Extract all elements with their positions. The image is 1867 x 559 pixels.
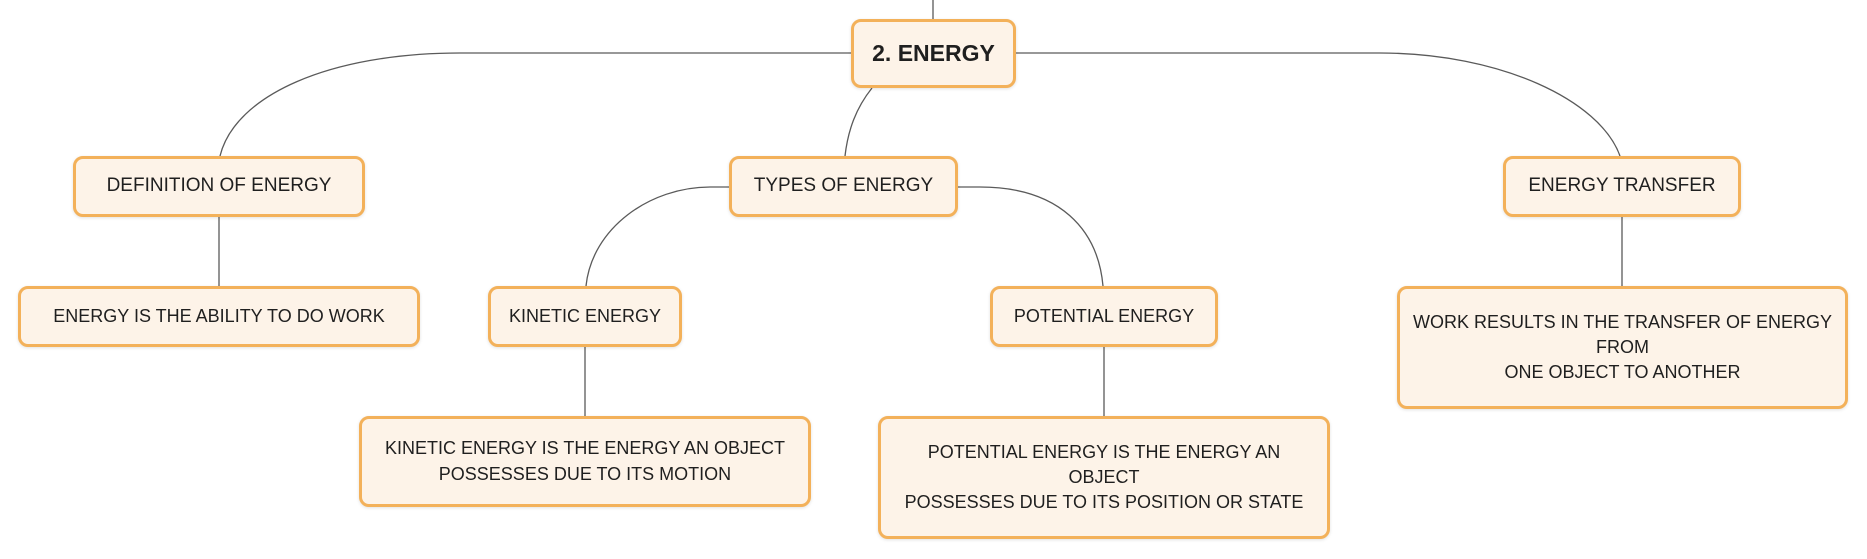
types-label: TYPES OF ENERGY bbox=[753, 175, 934, 197]
kinetic-detail-text: KINETIC ENERGY IS THE ENERGY AN OBJECT P… bbox=[385, 436, 785, 486]
definition-detail-text: ENERGY IS THE ABILITY TO DO WORK bbox=[53, 305, 385, 326]
connector-types-to-potential bbox=[958, 186, 1104, 287]
transfer-detail-line-1: WORK RESULTS IN THE TRANSFER OF ENERGY F… bbox=[1412, 311, 1833, 357]
transfer-detail-node[interactable]: WORK RESULTS IN THE TRANSFER OF ENERGY F… bbox=[1397, 286, 1848, 409]
transfer-detail-line-2: ONE OBJECT TO ANOTHER bbox=[1504, 362, 1741, 383]
connector-root-to-transfer bbox=[1014, 52, 1621, 157]
potential-detail-line-2: POSSESSES DUE TO ITS POSITION OR STATE bbox=[904, 492, 1304, 513]
definition-node[interactable]: DEFINITION OF ENERGY bbox=[73, 156, 365, 217]
root-label: 2. ENERGY bbox=[872, 40, 995, 67]
kinetic-detail-line-2: POSSESSES DUE TO ITS MOTION bbox=[438, 463, 732, 484]
transfer-label: ENERGY TRANSFER bbox=[1528, 175, 1716, 197]
connector-types-to-kinetic bbox=[585, 186, 730, 287]
kinetic-detail-line-1: KINETIC ENERGY IS THE ENERGY AN OBJECT bbox=[384, 438, 786, 459]
definition-detail-node[interactable]: ENERGY IS THE ABILITY TO DO WORK bbox=[18, 286, 420, 347]
kinetic-node[interactable]: KINETIC ENERGY bbox=[488, 286, 682, 347]
potential-detail-node[interactable]: POTENTIAL ENERGY IS THE ENERGY AN OBJECT… bbox=[878, 416, 1330, 539]
connector-root-to-definition bbox=[219, 52, 852, 157]
kinetic-detail-node[interactable]: KINETIC ENERGY IS THE ENERGY AN OBJECT P… bbox=[359, 416, 811, 507]
potential-label: POTENTIAL ENERGY bbox=[1013, 305, 1195, 326]
potential-detail-text: POTENTIAL ENERGY IS THE ENERGY AN OBJECT… bbox=[891, 440, 1317, 516]
definition-label: DEFINITION OF ENERGY bbox=[106, 175, 332, 197]
potential-node[interactable]: POTENTIAL ENERGY bbox=[990, 286, 1218, 347]
root-node[interactable]: 2. ENERGY bbox=[851, 19, 1016, 88]
kinetic-label: KINETIC ENERGY bbox=[508, 305, 662, 326]
types-node[interactable]: TYPES OF ENERGY bbox=[729, 156, 958, 217]
transfer-node[interactable]: ENERGY TRANSFER bbox=[1503, 156, 1741, 217]
transfer-detail-text: WORK RESULTS IN THE TRANSFER OF ENERGY F… bbox=[1410, 310, 1835, 386]
connector-root-to-types bbox=[844, 87, 873, 157]
potential-detail-line-1: POTENTIAL ENERGY IS THE ENERGY AN OBJECT bbox=[927, 441, 1281, 487]
